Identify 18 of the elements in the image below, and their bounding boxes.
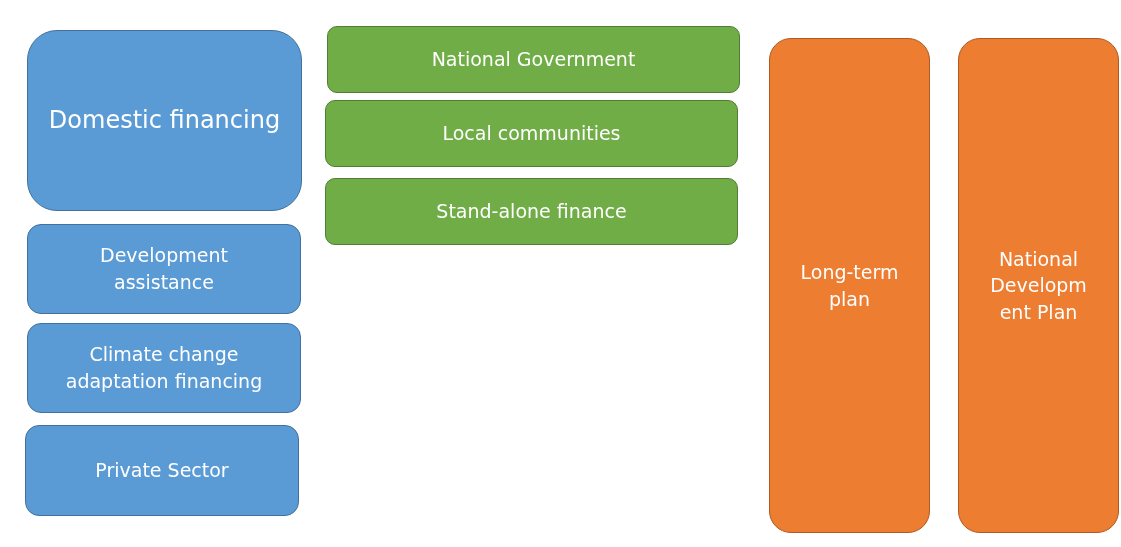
box-label: Long-term plan	[799, 259, 900, 312]
funding-source-box	[25, 425, 299, 516]
plan-box	[958, 38, 1119, 533]
funding-source-box	[27, 224, 301, 314]
funding-source-box	[27, 323, 301, 413]
box-label: Local communities	[442, 121, 621, 147]
stakeholder-box	[327, 26, 740, 93]
stakeholder-box	[325, 178, 738, 245]
box-label: Stand-alone finance	[436, 199, 627, 225]
funding-source-box	[27, 30, 302, 211]
stakeholder-box	[325, 100, 738, 167]
plan-box	[769, 38, 930, 533]
box-label: National Government	[431, 47, 636, 73]
box-label: Private Sector	[95, 458, 229, 484]
box-label: Domestic financing	[48, 104, 281, 136]
box-label: Development assistance	[99, 243, 229, 295]
box-label: Climate change adaptation financing	[64, 342, 264, 394]
box-label: National Development Plan	[989, 246, 1088, 325]
